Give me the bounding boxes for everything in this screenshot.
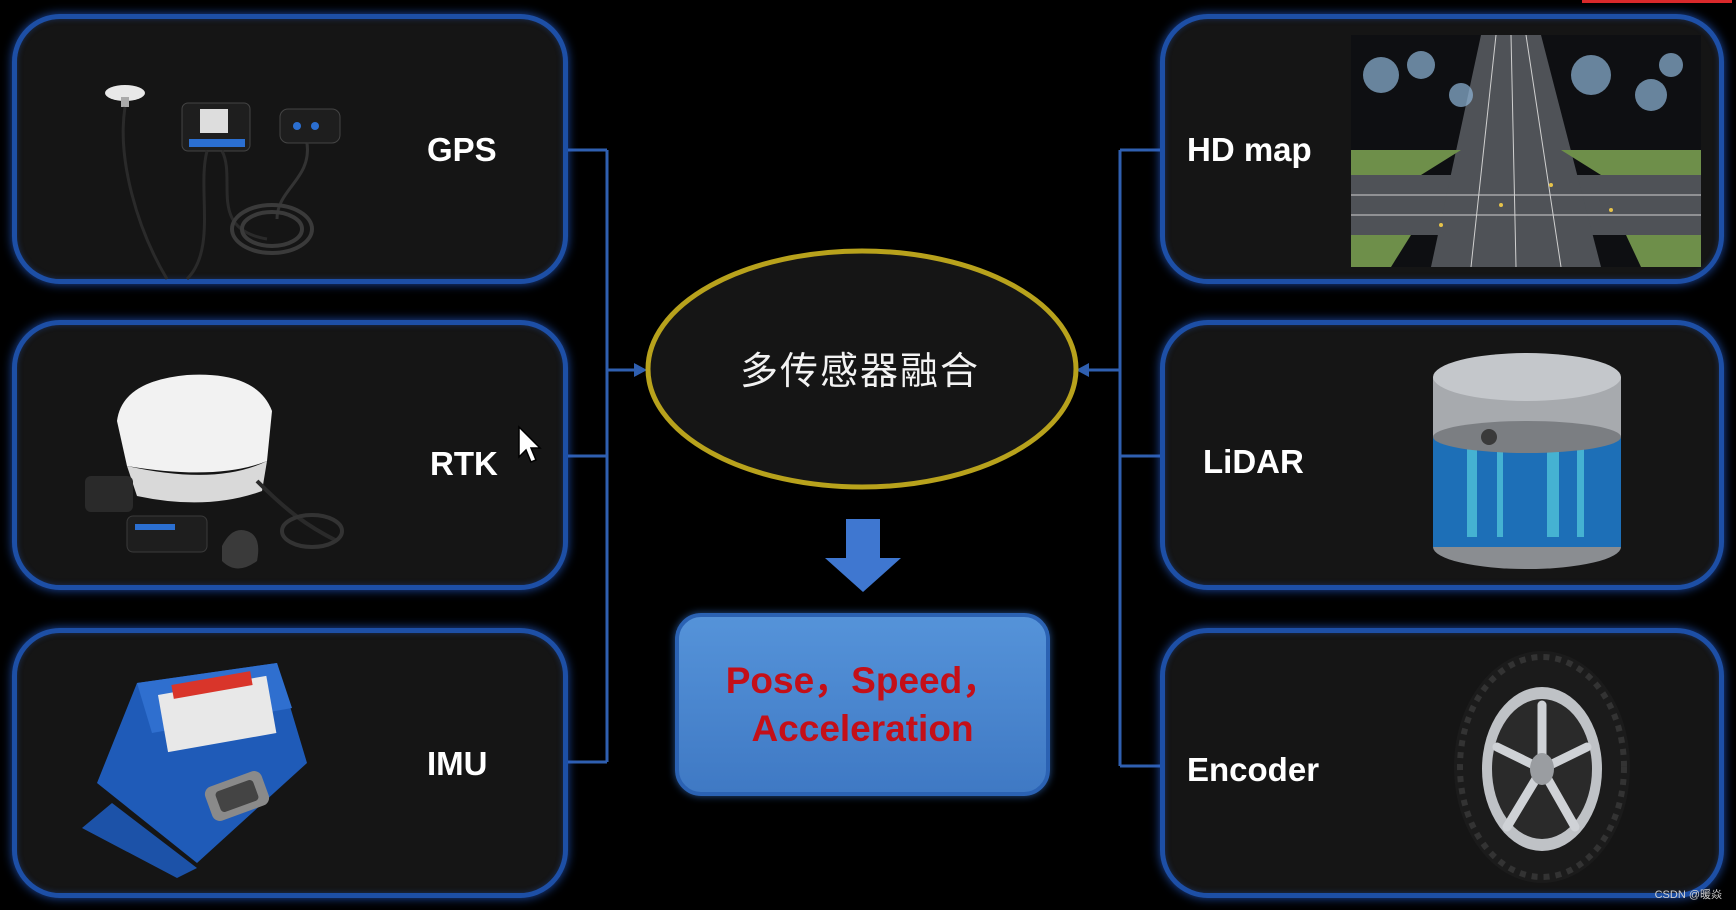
fusion-ellipse — [645, 248, 1079, 490]
lidar-sensor-icon — [1433, 353, 1621, 569]
gps-receiver-kit-icon — [105, 85, 341, 281]
mouse-cursor-icon — [518, 425, 542, 463]
sensor-panel-encoder: Encoder — [1160, 628, 1724, 898]
rtk-receiver-kit-icon — [85, 374, 344, 569]
imu-box-icon — [82, 663, 307, 878]
output-line-2: Acceleration — [751, 707, 974, 749]
sensor-label-gps: GPS — [427, 131, 497, 168]
sensor-label-encoder: Encoder — [1187, 751, 1320, 788]
sensor-panel-lidar: LiDAR — [1160, 320, 1724, 590]
watermark: CSDN @暖焱 — [1654, 889, 1722, 901]
fusion-label: 多传感器融合 — [739, 349, 980, 393]
sensor-label-lidar: LiDAR — [1203, 443, 1304, 480]
left-arrowhead — [634, 363, 647, 377]
sensor-label-rtk: RTK — [430, 445, 498, 482]
output-box: Pose，Speed， Acceleration — [675, 613, 1050, 796]
sensor-label-hdmap: HD map — [1187, 131, 1312, 168]
tire-wheel-icon — [1454, 651, 1630, 883]
hd-map-image — [1351, 35, 1701, 267]
sensor-panel-gps: GPS — [12, 14, 568, 284]
sensor-panel-rtk: RTK — [12, 320, 568, 590]
sensor-panel-imu: IMU — [12, 628, 568, 898]
output-line-1: Pose，Speed， — [725, 659, 1000, 701]
sensor-label-imu: IMU — [427, 745, 488, 782]
top-edge-accent — [1582, 0, 1732, 3]
down-arrow-icon — [825, 519, 901, 592]
right-arrowhead — [1076, 363, 1089, 377]
sensor-panel-hdmap: HD map — [1160, 14, 1724, 284]
